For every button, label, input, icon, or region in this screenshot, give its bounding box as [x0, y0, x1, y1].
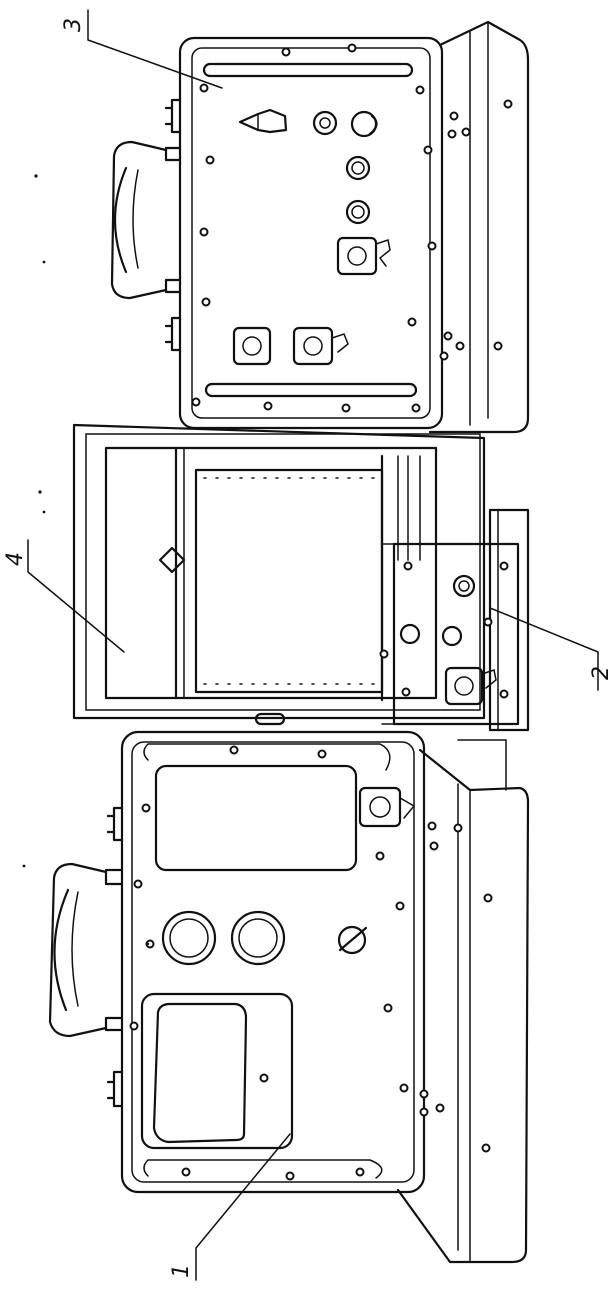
- label-4: 4: [3, 552, 28, 566]
- specks: [22, 174, 150, 946]
- label-3-callout: 3: [61, 9, 223, 89]
- frame-4-inner: [104, 446, 438, 700]
- unit-1-clip-bottom: [106, 1070, 124, 1108]
- unit-3-connector-a: [312, 110, 338, 136]
- unit-1-screws: [129, 745, 493, 1181]
- label-4-callout: 4: [3, 539, 125, 653]
- unit-3-socket-right: [292, 326, 349, 366]
- module-2-connector-b: [399, 623, 421, 645]
- unit-3-clip-top: [164, 98, 182, 134]
- unit-1-window: [154, 764, 358, 872]
- unit-3-socket-left: [232, 326, 272, 366]
- label-1: 1: [169, 1264, 194, 1278]
- unit-1-display-screen: [152, 1002, 248, 1144]
- unit-1-base: [396, 748, 530, 1264]
- unit-1-handle: [48, 862, 124, 1038]
- unit-1: [48, 730, 530, 1264]
- unit-3-socket-main: [336, 236, 391, 276]
- module-2-panel: [392, 542, 520, 726]
- unit-3-connector-d: [345, 199, 371, 225]
- label-1-callout: 1: [169, 1133, 291, 1281]
- frame-4: [72, 423, 486, 726]
- module-2: [379, 508, 530, 732]
- unit-1-display-bezel: [140, 992, 294, 1150]
- frame-4-diamond-latch: [158, 546, 186, 574]
- frame-4-board: [194, 468, 384, 694]
- unit-3-handle: [110, 140, 182, 300]
- unit-3-clip-bottom: [164, 316, 182, 352]
- label-3: 3: [61, 18, 86, 32]
- unit-1-clip-top: [106, 806, 124, 842]
- module-2-connector-c: [441, 625, 463, 647]
- unit-1-panel: [120, 730, 426, 1194]
- unit-1-socket: [358, 786, 416, 828]
- unit-3-top-slot: [202, 62, 414, 78]
- unit-1-meter-b: [230, 910, 286, 966]
- unit-1-knob: [337, 925, 368, 955]
- unit-1-meter-a: [161, 910, 217, 966]
- label-2: 2: [589, 666, 611, 680]
- unit-3-base: [428, 20, 530, 434]
- label-2-callout: 2: [489, 607, 611, 691]
- frame-4-bottom-latch: [254, 712, 286, 726]
- module-2-screws: [379, 561, 509, 699]
- unit-3-connector-c: [345, 155, 371, 181]
- unit-3-panel: [178, 36, 444, 430]
- unit-3-rotary-knob: [238, 108, 288, 134]
- module-2-socket: [444, 666, 497, 706]
- module-2-connector-a: [452, 574, 476, 598]
- unit-3-screws: [191, 43, 513, 413]
- unit-3: [110, 20, 530, 434]
- unit-3-bottom-slot: [204, 382, 418, 398]
